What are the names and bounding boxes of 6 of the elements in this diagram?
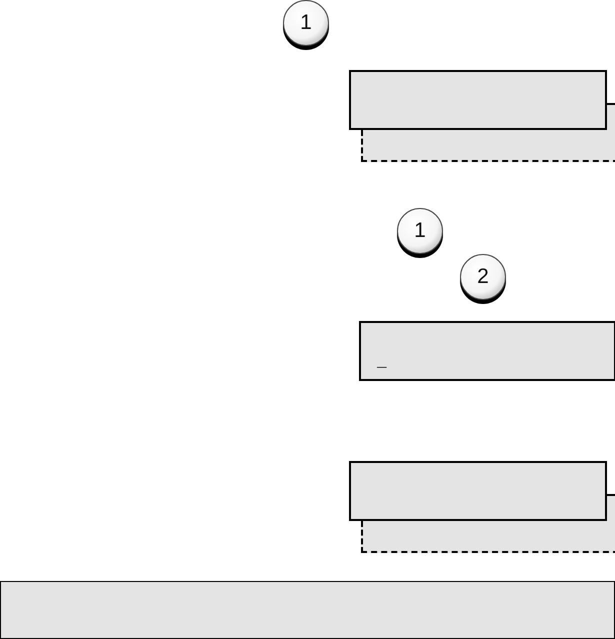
dashed-display-outline <box>361 130 615 162</box>
lcd-display <box>349 70 607 130</box>
note-panel <box>0 581 615 639</box>
lcd-display: _ <box>359 321 615 381</box>
dashed-display-outline <box>361 521 615 553</box>
lcd-display <box>349 461 607 521</box>
